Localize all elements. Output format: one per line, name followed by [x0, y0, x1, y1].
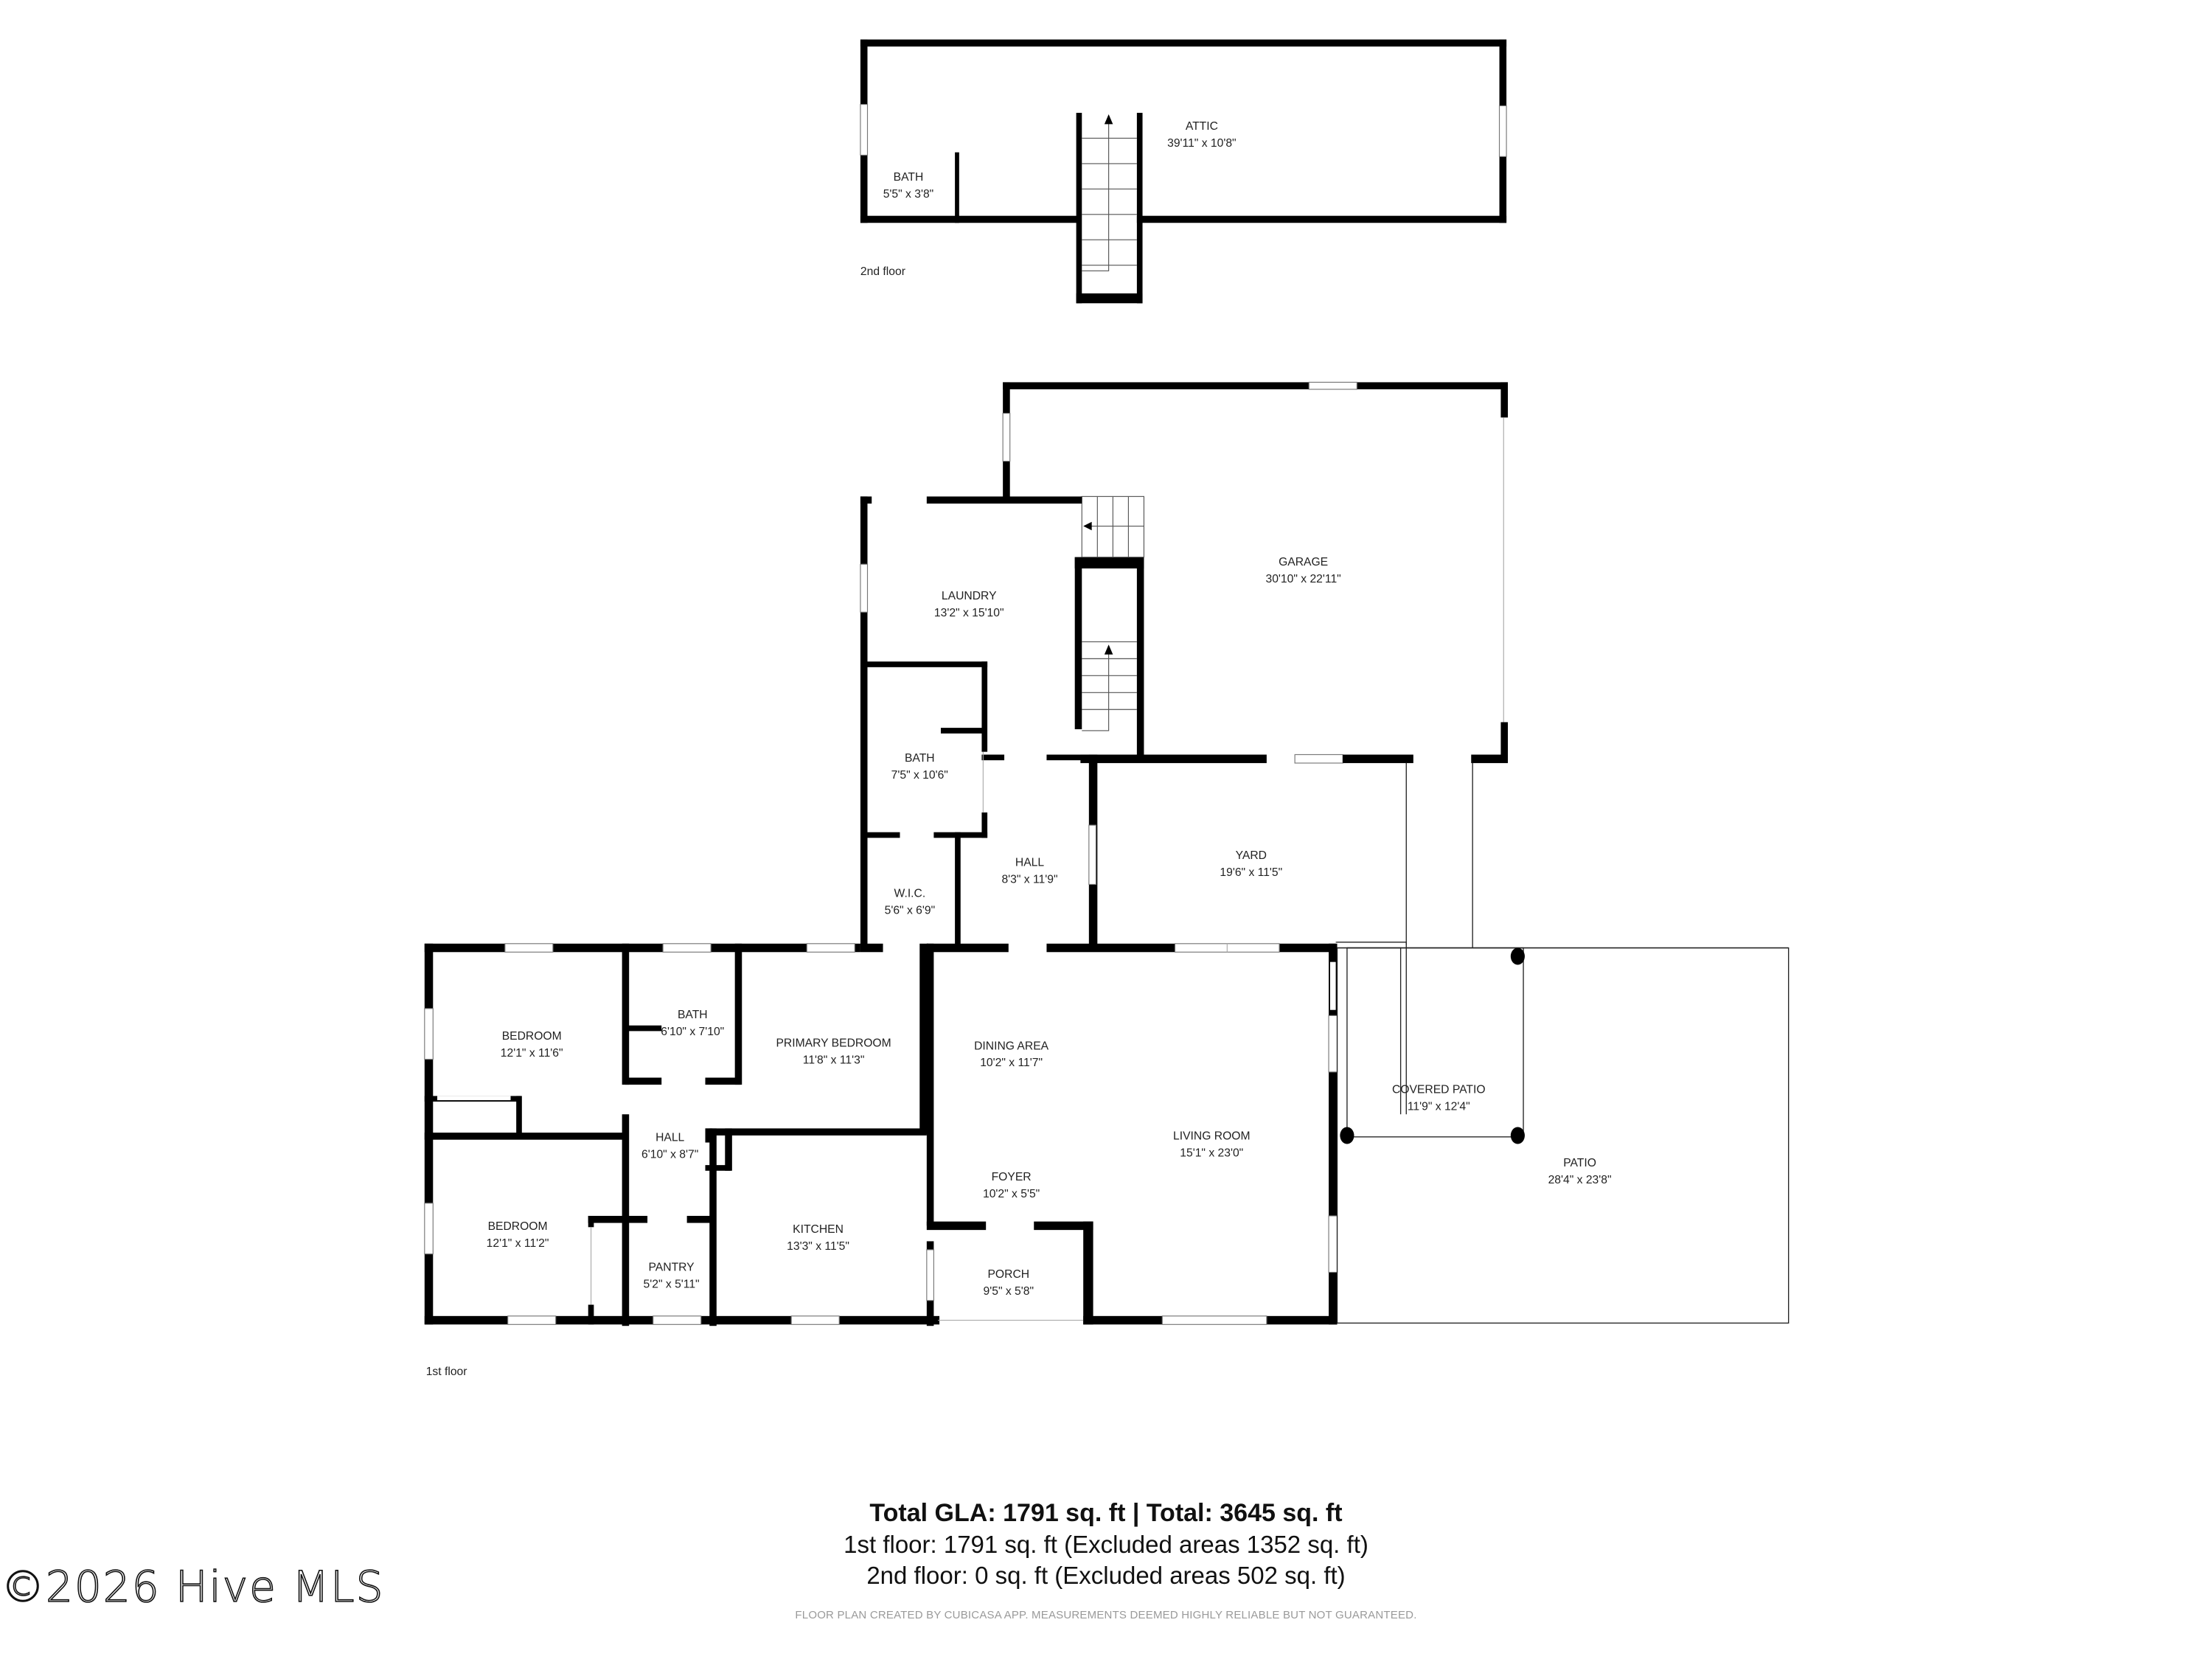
room-name: YARD: [1236, 849, 1267, 862]
room-dims: 12'1" x 11'2": [487, 1237, 549, 1250]
room-name: PATIO: [1563, 1157, 1596, 1169]
stair-up-arrow-icon: [1104, 114, 1113, 125]
room-name: ATTIC: [1186, 120, 1218, 133]
room-dims: 6'10" x 7'10": [661, 1026, 724, 1038]
room-name: BATH: [905, 752, 935, 765]
room-dims: 28'4" x 23'8": [1548, 1174, 1612, 1186]
room-name: LIVING ROOM: [1173, 1130, 1251, 1143]
room-dims: 12'1" x 11'6": [501, 1047, 563, 1060]
watermark: ©2026 Hive MLS: [1, 1561, 385, 1613]
room-dims: 10'2" x 11'7": [980, 1057, 1043, 1069]
room-name: PORCH: [987, 1268, 1029, 1281]
room-name: HALL: [655, 1132, 684, 1144]
room-dims: 11'9" x 12'4": [1408, 1101, 1470, 1113]
room-name: LAUNDRY: [942, 590, 997, 602]
disclaimer: FLOOR PLAN CREATED BY CUBICASA APP. MEAS…: [795, 1609, 1417, 1621]
stair-arrow-icon: [1083, 521, 1092, 531]
column-post: [1510, 1127, 1525, 1144]
room-name: FOYER: [992, 1171, 1032, 1183]
room-dims: 9'5" x 5'8": [984, 1285, 1034, 1298]
room-dims: 6'10" x 8'7": [641, 1149, 698, 1161]
total-area: Total GLA: 1791 sq. ft | Total: 3645 sq.…: [869, 1499, 1343, 1527]
room-name: PRIMARY BEDROOM: [776, 1037, 891, 1049]
room-name: BEDROOM: [488, 1220, 548, 1233]
room-name: PANTRY: [649, 1262, 695, 1274]
room-name: BATH: [678, 1009, 708, 1021]
area-summary: Total GLA: 1791 sq. ft | Total: 3645 sq.…: [0, 1497, 2212, 1591]
room-dims: 30'10" x 22'11": [1266, 573, 1341, 585]
first-floor-area: 1st floor: 1791 sq. ft (Excluded areas 1…: [844, 1531, 1368, 1558]
stair-up-arrow-icon: [1104, 644, 1113, 655]
room-name: COVERED PATIO: [1392, 1084, 1486, 1096]
first-floor-plan: GARAGE 30'10" x 22'11" LAUNDRY 13'2" x 1…: [424, 381, 1790, 1378]
second-floor-area: 2nd floor: 0 sq. ft (Excluded areas 502 …: [866, 1562, 1346, 1589]
room-dims: 13'3" x 11'5": [787, 1240, 849, 1253]
room-name: KITCHEN: [793, 1223, 844, 1236]
room-name: DINING AREA: [974, 1040, 1049, 1052]
second-floor-plan: ATTIC 39'11" x 10'8" BATH 5'5" x 3'8" 2n…: [860, 39, 1507, 304]
floor-label-2nd: 2nd floor: [860, 265, 905, 278]
room-dims: 13'2" x 15'10": [934, 607, 1004, 619]
room-dims: 5'5" x 3'8": [883, 188, 934, 201]
column-post: [1340, 1127, 1354, 1144]
room-dims: 39'11" x 10'8": [1167, 137, 1237, 150]
room-name: W.I.C.: [894, 888, 926, 900]
room-dims: 11'8" x 11'3": [803, 1054, 865, 1066]
room-dims: 19'6" x 11'5": [1220, 866, 1282, 879]
room-dims: 15'1" x 23'0": [1180, 1147, 1243, 1160]
room-dims: 5'2" x 5'11": [644, 1279, 700, 1291]
room-name: HALL: [1015, 857, 1044, 869]
room-name: BATH: [894, 171, 924, 184]
room-dims: 10'2" x 5'5": [983, 1188, 1040, 1200]
room-dims: 8'3" x 11'9": [1001, 874, 1057, 886]
room-dims: 5'6" x 6'9": [885, 905, 936, 917]
room-name: BEDROOM: [502, 1030, 562, 1043]
column-post: [1510, 947, 1525, 965]
room-name: GARAGE: [1279, 556, 1328, 568]
room-dims: 7'5" x 10'6": [891, 769, 948, 782]
floor-label-1st: 1st floor: [426, 1366, 467, 1378]
